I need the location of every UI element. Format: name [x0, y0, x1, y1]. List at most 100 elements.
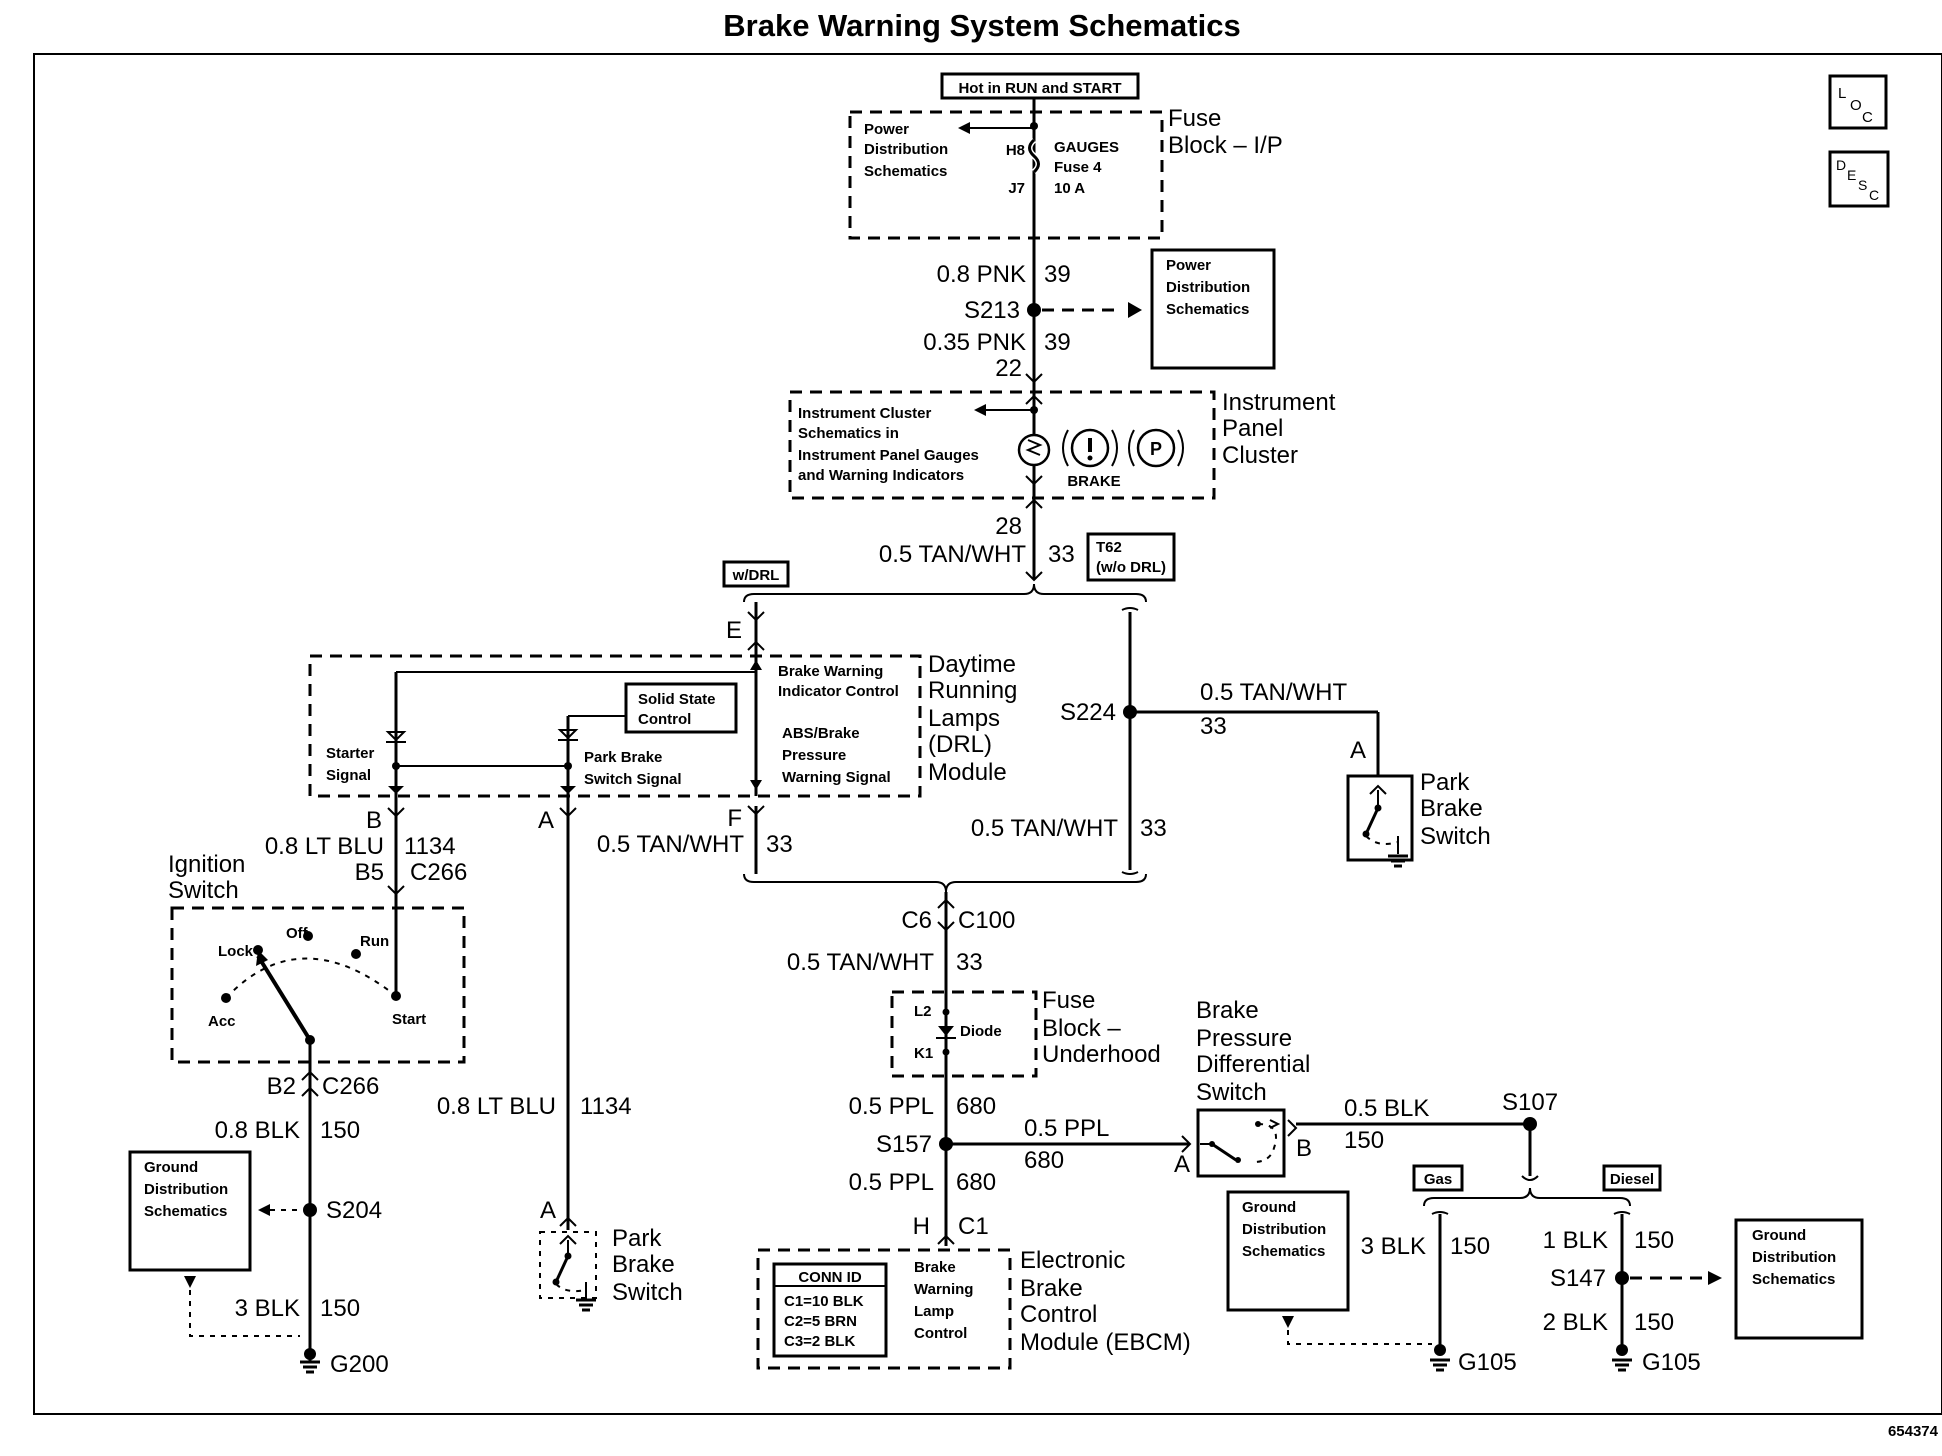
- ipc-schem-line3: Instrument Panel Gauges: [798, 447, 979, 464]
- fuse-label-line3: 10 A: [1054, 180, 1085, 197]
- starter-signal-line1: Starter: [326, 745, 375, 762]
- wire-gauge-blk-gas: 3 BLK: [1361, 1233, 1426, 1260]
- gds-left-line3: Schematics: [144, 1203, 227, 1220]
- ebcm-label-line1: Electronic: [1020, 1247, 1125, 1274]
- fuse-block-ip-label-line1: Fuse: [1168, 105, 1221, 132]
- ign-switch-lever: [256, 954, 312, 1042]
- wire-circuit-ltblu-lower: 1134: [580, 1093, 632, 1120]
- wire-circuit-tan-drl-f: 33: [766, 831, 793, 858]
- drl-bwic-line2: Indicator Control: [778, 683, 899, 700]
- pds-box-right[interactable]: [1150, 248, 1276, 370]
- connector-22-symbol: [1025, 373, 1043, 384]
- bpds-label-line3: Differential: [1196, 1051, 1310, 1078]
- splice-s224: S224: [1060, 699, 1116, 726]
- gds-box-right[interactable]: [1734, 1218, 1864, 1340]
- brake-warning-icon: [1062, 428, 1118, 468]
- gds-box-left[interactable]: [128, 1150, 252, 1272]
- hot-in-run-start-box: [940, 72, 1140, 100]
- hot-in-run-start-text: Hot in RUN and START: [958, 80, 1121, 97]
- pbs-left-label-line3: Switch: [612, 1279, 683, 1306]
- fuse-pin-j7: J7: [1008, 180, 1025, 197]
- fuse-pin-h8: H8: [1006, 142, 1025, 159]
- conn-h: H: [913, 1213, 930, 1240]
- pbs-right-box: [1346, 774, 1414, 862]
- ipc-schem-line2: Schematics in: [798, 425, 899, 442]
- svg-text:P: P: [1150, 439, 1162, 459]
- wire-gauge-blk-g200: 3 BLK: [235, 1295, 300, 1322]
- pbss-line2: Switch Signal: [584, 771, 682, 788]
- ipc-label-line2: Panel: [1222, 415, 1283, 442]
- bpds-label-line2: Pressure: [1196, 1025, 1292, 1052]
- ebcm-outline: [756, 1248, 1012, 1370]
- pbs-left-ground-icon: [576, 1298, 596, 1312]
- ign-label-line1: Ignition: [168, 851, 245, 878]
- pbs-right-ground-icon: [1388, 854, 1408, 868]
- bpds-pin-a: A: [1174, 1151, 1190, 1178]
- ipc-label-line1: Instrument: [1222, 389, 1336, 416]
- gas-diesel-brace: [1423, 1187, 1631, 1207]
- pbs-left-pin-a: A: [540, 1197, 556, 1224]
- fuse-uh-l2: L2: [914, 1003, 932, 1020]
- fuse-uh-diode: Diode: [960, 1023, 1002, 1040]
- option-brace-top: [743, 583, 1147, 603]
- drl-bwic-line1: Brake Warning: [778, 663, 883, 680]
- ipc-pin-28: 28: [995, 513, 1022, 540]
- brake-label: BRAKE: [1067, 473, 1120, 490]
- diode-symbol: [938, 1026, 954, 1036]
- drl-label-line4: (DRL): [928, 731, 992, 758]
- wire-circuit-ppl-bottom: 680: [956, 1169, 996, 1196]
- gds-mid-line1: Ground: [1242, 1199, 1296, 1216]
- drl-label-line1: Daytime: [928, 651, 1016, 678]
- fuse-block-underhood-outline: [890, 990, 1038, 1078]
- ign-pos-start: Start: [392, 1011, 426, 1028]
- ign-pos-acc: Acc: [208, 1013, 236, 1030]
- diagram-frame: [33, 53, 1942, 1415]
- conn-c100: C100: [958, 907, 1015, 934]
- pbss-line1: Park Brake: [584, 749, 662, 766]
- ground-g105-gas-icon: [1430, 1358, 1450, 1372]
- pds-right-line1: Power: [1166, 257, 1211, 274]
- wire-gauge-ltblu-lower: 0.8 LT BLU: [437, 1093, 556, 1120]
- loc-icon[interactable]: L O C: [1828, 74, 1888, 130]
- fuse-uh-label-line2: Block –: [1042, 1015, 1121, 1042]
- bpds-pin-b: B: [1296, 1135, 1312, 1162]
- conn-b2: B2: [267, 1073, 296, 1100]
- drl-label-line3: Lamps: [928, 705, 1000, 732]
- svg-text:O: O: [1850, 97, 1862, 114]
- conn-id-table: [772, 1262, 888, 1358]
- ssc-line1: Solid State: [638, 691, 716, 708]
- wire-gauge-ppl-right: 0.5 PPL: [1024, 1115, 1109, 1142]
- wdrl-box: [722, 560, 790, 588]
- svg-text:D: D: [1836, 157, 1846, 173]
- wire-gauge-blk-ign: 0.8 BLK: [215, 1117, 300, 1144]
- wire-gauge-blk-diesel-bottom: 2 BLK: [1543, 1309, 1608, 1336]
- pbs-left-label-line2: Brake: [612, 1251, 675, 1278]
- gds-box-mid[interactable]: [1226, 1190, 1350, 1312]
- ign-pos-run: Run: [360, 933, 389, 950]
- ebcm-bwlc-line2: Warning: [914, 1281, 973, 1298]
- ipc-schem-line4: and Warning Indicators: [798, 467, 964, 484]
- wire-gauge-pnk-top: 0.8 PNK: [937, 261, 1026, 288]
- ebcm-bwlc-line4: Control: [914, 1325, 967, 1342]
- pbs-right-label-line2: Brake: [1420, 795, 1483, 822]
- wire-circuit-blk-diesel-top: 150: [1634, 1227, 1674, 1254]
- splice-s147-dot: [1615, 1271, 1629, 1285]
- gauges-fuse-symbol: [1028, 138, 1040, 174]
- bpds-label-line4: Switch: [1196, 1079, 1267, 1106]
- t62-line2: (w/o DRL): [1096, 559, 1166, 576]
- wire-circuit-blk-bpds: 150: [1344, 1127, 1384, 1154]
- wire-gauge-ltblu-upper: 0.8 LT BLU: [265, 833, 384, 860]
- wire-circuit-tan-cluster: 33: [1048, 541, 1075, 568]
- wire-circuit-tan-c100: 33: [956, 949, 983, 976]
- wire-gauge-tan-s224-branch: 0.5 TAN/WHT: [1200, 679, 1347, 706]
- page-title: Brake Warning System Schematics: [723, 8, 1240, 43]
- desc-icon[interactable]: D E S C: [1828, 150, 1890, 208]
- ipc-pin-22: 22: [995, 355, 1022, 382]
- ign-arc: [225, 957, 397, 999]
- gds-right-line3: Schematics: [1752, 1271, 1835, 1288]
- drl-label-line5: Module: [928, 759, 1007, 786]
- pbs-right-label-line1: Park: [1420, 769, 1470, 796]
- fuse-uh-label-line3: Underhood: [1042, 1041, 1161, 1068]
- splice-s157: S157: [876, 1131, 932, 1158]
- solid-state-control-box: [624, 682, 738, 734]
